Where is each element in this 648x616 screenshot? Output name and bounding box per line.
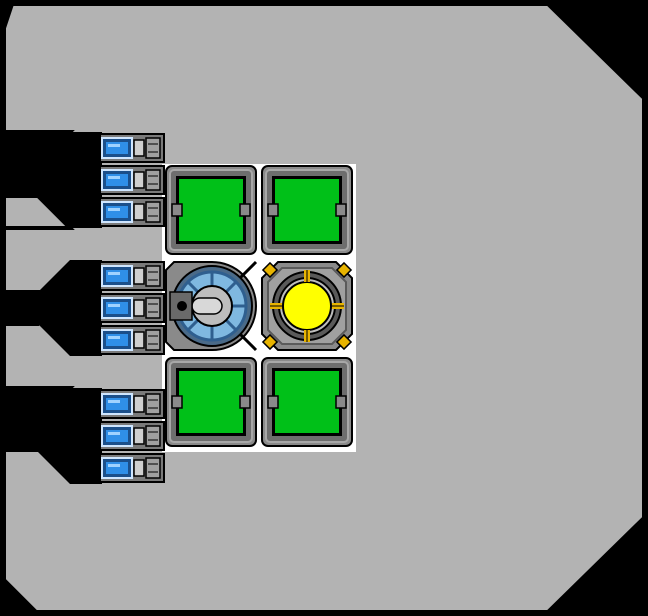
cockpit-dome-icon bbox=[165, 260, 258, 352]
green-container-icon bbox=[261, 357, 353, 447]
module-cargo-top-left[interactable] bbox=[165, 165, 257, 255]
module-cockpit[interactable] bbox=[165, 260, 258, 352]
thruster-banks bbox=[99, 133, 165, 483]
ship-modules bbox=[165, 165, 353, 447]
thruster-icon[interactable] bbox=[99, 325, 165, 355]
thruster-bank-bottom bbox=[99, 389, 165, 483]
green-container-icon bbox=[165, 357, 257, 447]
module-cargo-top-right[interactable] bbox=[261, 165, 353, 255]
thruster-mount-top bbox=[0, 132, 102, 228]
thruster-mount-middle bbox=[0, 260, 102, 356]
thruster-icon[interactable] bbox=[99, 261, 165, 291]
module-cargo-bottom-left[interactable] bbox=[165, 357, 257, 447]
thruster-bank-middle bbox=[99, 261, 165, 355]
thruster-icon[interactable] bbox=[99, 293, 165, 323]
thruster-icon[interactable] bbox=[99, 165, 165, 195]
thruster-icon[interactable] bbox=[99, 197, 165, 227]
module-cargo-bottom-right[interactable] bbox=[261, 357, 353, 447]
green-container-icon bbox=[261, 165, 353, 255]
green-container-icon bbox=[165, 165, 257, 255]
thruster-icon[interactable] bbox=[99, 389, 165, 419]
thruster-icon[interactable] bbox=[99, 453, 165, 483]
thruster-mounts bbox=[0, 132, 102, 484]
reactor-core-icon bbox=[261, 261, 353, 351]
thruster-bank-top bbox=[99, 133, 165, 227]
module-reactor[interactable] bbox=[261, 261, 353, 351]
thruster-icon[interactable] bbox=[99, 133, 165, 163]
thruster-icon[interactable] bbox=[99, 421, 165, 451]
thruster-mount-bottom bbox=[0, 388, 102, 484]
